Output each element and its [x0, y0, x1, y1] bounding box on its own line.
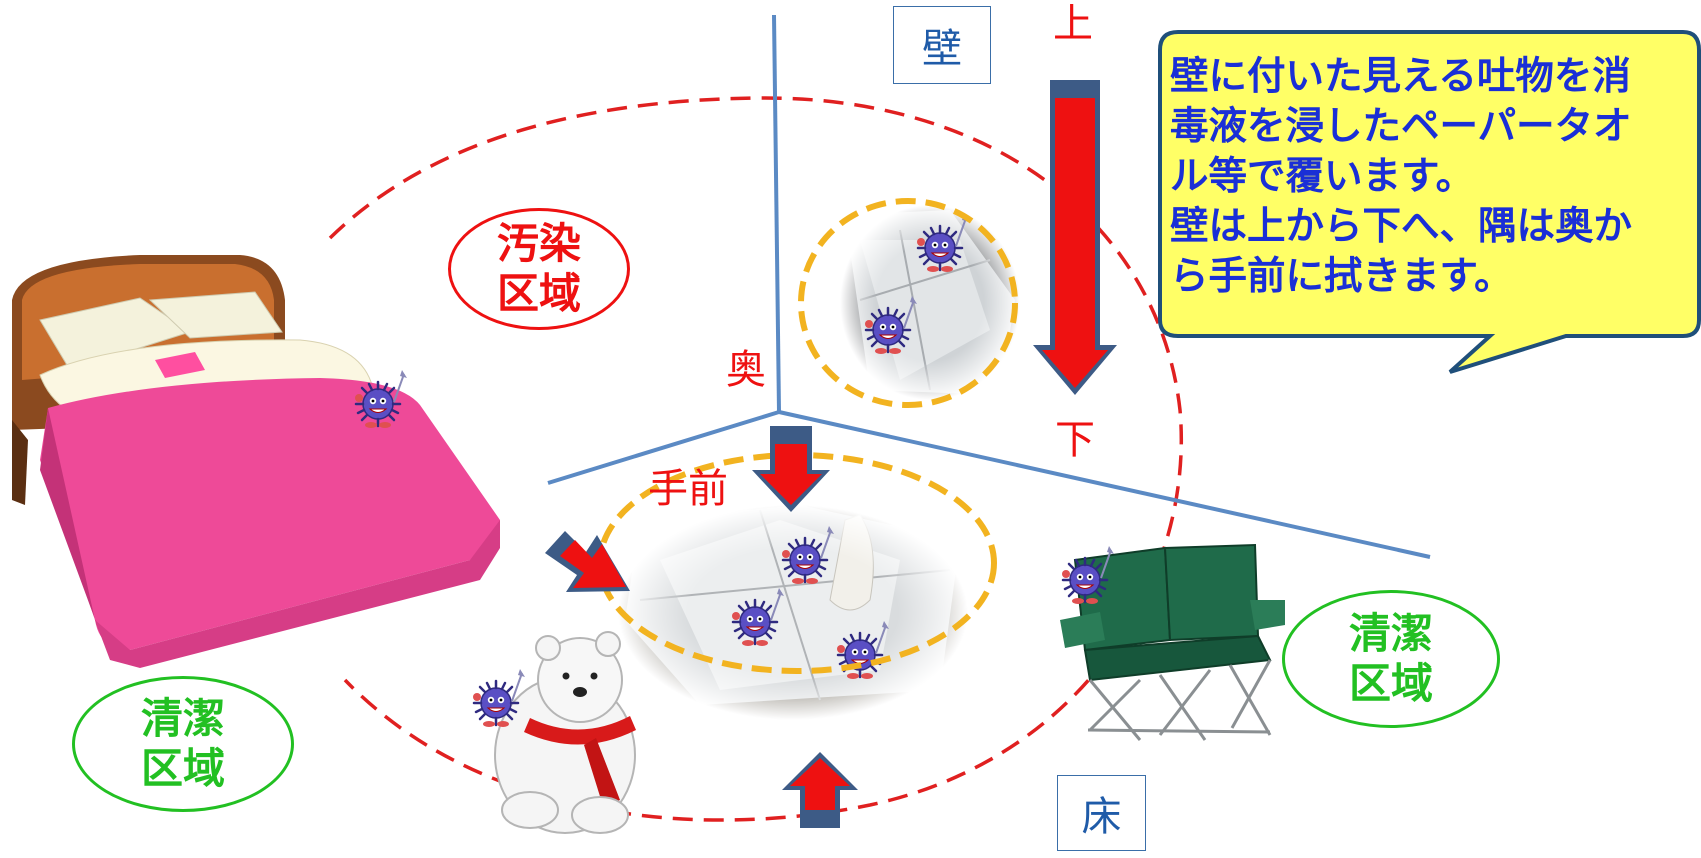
camping-chair-icon — [1060, 543, 1285, 741]
clean-zone-right-line1: 清潔 — [1348, 608, 1433, 658]
back-to-front-arrow — [752, 426, 830, 512]
clean-zone-left-label: 清潔区域 — [72, 676, 294, 812]
wall-down-arrow — [1033, 80, 1117, 395]
up-label: 上 — [1053, 1, 1093, 47]
clean-zone-right-label: 清潔区域 — [1282, 590, 1500, 728]
callout-text: 壁に付いた見える吐物を消 毒液を浸したペーパータオ ル等で覆います。 壁は上から… — [1170, 52, 1690, 302]
polar-bear-icon — [494, 631, 636, 834]
left-to-center-arrow — [545, 531, 630, 592]
clean-zone-left-line1: 清潔 — [140, 693, 225, 743]
wall-label: 壁 — [893, 6, 991, 84]
front-label: 手前 — [648, 466, 728, 512]
callout-line-2: 毒液を浸したペーパータオ — [1170, 104, 1632, 149]
floor-paper-towel-photo — [618, 505, 968, 720]
callout-bubble — [1158, 30, 1701, 374]
callout-line-5: ら手前に拭きます。 — [1170, 254, 1513, 299]
contaminated-zone-label: 汚染区域 — [448, 208, 630, 330]
back-label: 奥 — [726, 347, 766, 393]
contaminated-zone-line2: 区域 — [496, 269, 581, 318]
contaminated-zone-boundary — [328, 96, 1183, 822]
floor-left-line — [547, 410, 780, 485]
callout-line-4: 壁は上から下へ、隅は奥か — [1170, 204, 1633, 249]
clean-zone-left-line2: 区域 — [140, 744, 225, 793]
floor-right-line — [778, 410, 1431, 559]
clean-zone-right-line2: 区域 — [1348, 659, 1433, 708]
callout-line-3: ル等で覆います。 — [1170, 154, 1475, 199]
wall-target-ellipse — [798, 198, 1018, 408]
floor-label: 床 — [1057, 775, 1146, 851]
contaminated-zone-line1: 汚染 — [496, 218, 581, 268]
bed-icon — [12, 255, 500, 668]
wall-paper-towel-photo — [840, 205, 1020, 400]
callout-line-1: 壁に付いた見える吐物を消 — [1170, 54, 1631, 99]
wall-corner-line — [772, 14, 781, 413]
front-to-center-arrow — [782, 752, 858, 828]
down-label: 下 — [1055, 417, 1095, 463]
